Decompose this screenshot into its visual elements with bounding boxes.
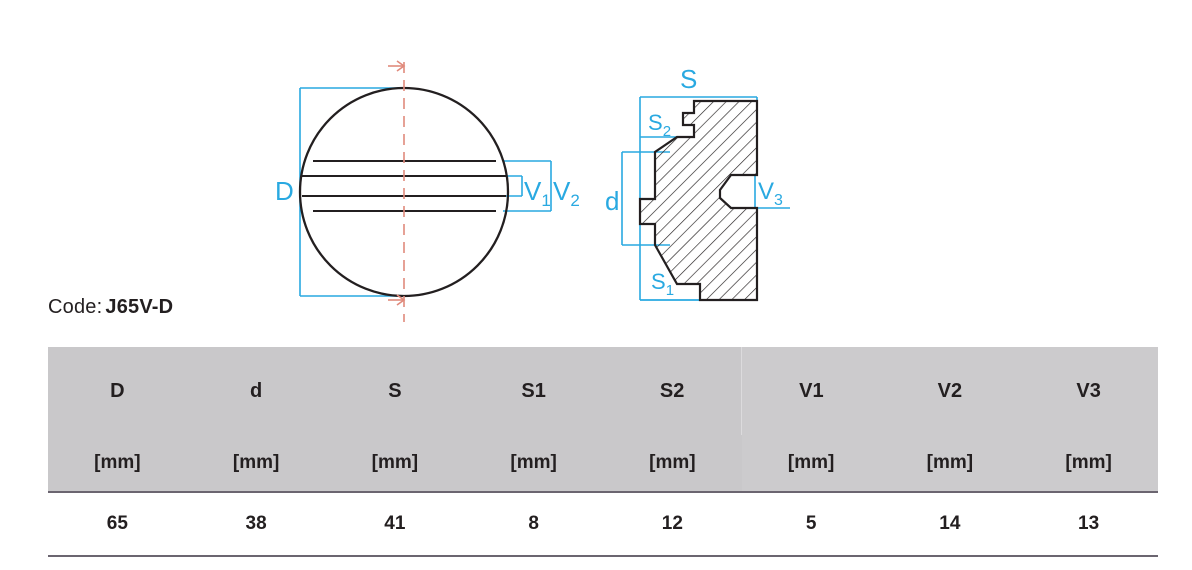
cell-V1: 5 <box>741 492 881 557</box>
col-header-V3: V3 <box>1019 347 1158 435</box>
label-S2: S2 <box>648 110 671 140</box>
col-header-d: d <box>186 347 326 435</box>
label-S: S <box>680 64 697 94</box>
col-header-V1: V1 <box>741 347 881 435</box>
dimension-bracket-D <box>299 87 404 297</box>
drawings-svg: D V1 V2 <box>275 60 790 322</box>
table-unit-row: [mm] [mm] [mm] [mm] [mm] [mm] [mm] [mm] <box>48 435 1158 493</box>
col-header-S2: S2 <box>603 347 742 435</box>
table-row: 65 38 41 8 12 5 14 13 <box>48 492 1158 557</box>
code-line: Code:J65V-D <box>48 296 173 319</box>
table-header-row: D d S S1 S2 V1 V2 V3 <box>48 347 1158 435</box>
label-V3: V3 <box>758 178 783 209</box>
dimension-bracket-V2 <box>503 160 552 212</box>
dimensions-table: D d S S1 S2 V1 V2 V3 [mm] [mm] [mm] [mm]… <box>48 347 1158 557</box>
col-unit-V2: [mm] <box>880 435 1020 493</box>
section-view-group: S S2 S1 d V3 <box>605 64 790 302</box>
col-unit-D: [mm] <box>48 435 187 493</box>
cell-V3: 13 <box>1019 492 1158 557</box>
front-view-group: D V1 V2 <box>275 60 580 322</box>
col-unit-V1: [mm] <box>741 435 881 493</box>
col-unit-V3: [mm] <box>1019 435 1158 493</box>
label-D: D <box>275 176 294 206</box>
label-V2: V2 <box>553 176 580 210</box>
centerline-vertical <box>388 60 406 322</box>
code-label: Code: <box>48 296 103 318</box>
col-header-D: D <box>48 347 187 435</box>
cell-V2: 14 <box>880 492 1020 557</box>
col-header-V2: V2 <box>880 347 1020 435</box>
col-unit-S2: [mm] <box>603 435 742 493</box>
label-d: d <box>605 186 619 216</box>
cell-D: 65 <box>48 492 187 557</box>
seal-profile-shape <box>638 99 759 302</box>
cell-S1: 8 <box>464 492 603 557</box>
col-header-S: S <box>325 347 465 435</box>
technical-drawings: D V1 V2 <box>275 60 790 322</box>
cell-S2: 12 <box>603 492 742 557</box>
col-unit-S: [mm] <box>325 435 465 493</box>
cell-S: 41 <box>325 492 465 557</box>
seal-groove-lines <box>302 160 506 212</box>
col-unit-S1: [mm] <box>464 435 603 493</box>
cell-d: 38 <box>186 492 326 557</box>
code-value: J65V-D <box>105 296 174 318</box>
label-V1: V1 <box>524 176 551 210</box>
col-unit-d: [mm] <box>186 435 326 493</box>
col-header-S1: S1 <box>464 347 603 435</box>
